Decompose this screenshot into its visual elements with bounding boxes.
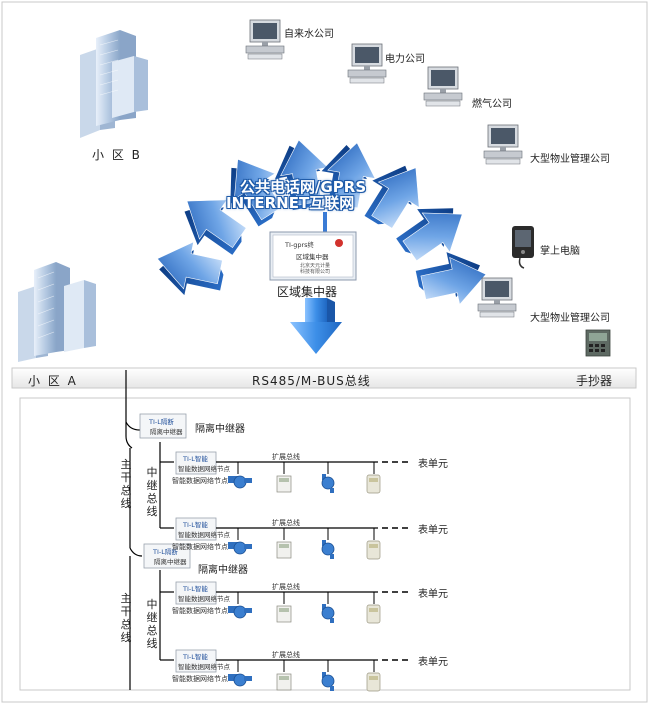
meter-unit-label: 表单元 <box>418 657 448 668</box>
concentrator-screen-sub: 区域集中器 <box>296 253 329 261</box>
expansion-bus-label: 扩展总线 <box>272 453 300 461</box>
district-a-label: 小 区 A <box>28 374 78 388</box>
water-meter-icon <box>321 604 335 623</box>
pda-label: 掌上电脑 <box>540 246 580 257</box>
node-box-title: TI-L智能 <box>183 521 208 529</box>
node-box-sub: 智能数据网络节点 <box>178 465 230 473</box>
computer-icon <box>347 43 387 84</box>
computer-icon <box>245 19 285 60</box>
meter-unit-label: 表单元 <box>418 525 448 536</box>
main-trunk-label: 主干总线 <box>120 592 132 644</box>
repeater-box-sub: 隔离中继器 <box>150 428 183 436</box>
repeater-box-title: TI-L隔断 <box>153 548 178 556</box>
arrow-icon <box>364 165 420 229</box>
electric-meter-icon <box>276 605 292 623</box>
node-box-title: TI-L智能 <box>183 585 208 593</box>
repeater-box-title: TI-L隔断 <box>149 418 174 426</box>
meter-unit-label: 表单元 <box>418 459 448 470</box>
repeater-box-sub: 隔离中继器 <box>154 558 187 566</box>
repeater-device <box>139 413 187 439</box>
electric-meter-icon <box>276 673 292 691</box>
water-meter-icon <box>228 475 252 489</box>
water-meter-icon <box>228 605 252 619</box>
expansion-bus-label: 扩展总线 <box>272 519 300 527</box>
gas-meter-icon <box>366 672 381 692</box>
gas-meter-icon <box>366 604 381 624</box>
node-label: 智能数据网络节点 <box>172 477 228 485</box>
arrow-icon <box>184 199 247 255</box>
electric-meter-icon <box>276 475 292 493</box>
main-trunk-label: 主干总线 <box>120 458 132 510</box>
company-label-property: 大型物业管理公司 <box>530 154 610 165</box>
concentrator-screen-line: 科技有限公司 <box>300 269 331 275</box>
data-node-device <box>175 451 217 475</box>
arrow-icon <box>415 252 487 306</box>
node-label: 智能数据网络节点 <box>172 607 228 615</box>
expansion-bus-label: 扩展总线 <box>272 583 300 591</box>
bus-bar <box>11 367 637 389</box>
company-label-gas: 燃气公司 <box>472 99 512 110</box>
node-label: 智能数据网络节点 <box>172 675 228 683</box>
expansion-bus-line <box>216 527 410 540</box>
arrow-icon <box>275 139 329 211</box>
expansion-bus-line <box>216 591 410 604</box>
concentrator-label: 区域集中器 <box>277 285 338 299</box>
water-meter-icon <box>321 474 335 493</box>
data-node-device <box>175 649 217 673</box>
meter-unit-label: 表单元 <box>418 589 448 600</box>
water-meter-icon <box>228 673 252 687</box>
arrow-icon <box>396 208 463 262</box>
trunk-lines <box>125 370 174 690</box>
data-node-device <box>175 517 217 541</box>
expansion-bus-line <box>216 659 410 672</box>
down-arrow-icon <box>290 298 342 354</box>
water-meter-icon <box>228 541 252 555</box>
network-arrows <box>156 139 487 306</box>
node-box-sub: 智能数据网络节点 <box>178 531 230 539</box>
link-line <box>323 212 327 234</box>
water-meter-icon <box>321 672 335 691</box>
computer-icon <box>483 124 523 165</box>
computer-icon <box>423 66 463 107</box>
relay-trunk-label: 中继总线 <box>146 598 158 650</box>
node-label: 智能数据网络节点 <box>172 543 228 551</box>
company-label-water: 自来水公司 <box>284 29 334 40</box>
building-icon <box>80 30 148 138</box>
concentrator-device <box>269 231 357 281</box>
electric-meter-icon <box>276 541 292 559</box>
arrow-icon <box>156 241 224 296</box>
arrow-icon <box>230 158 283 227</box>
node-box-sub: 智能数据网络节点 <box>178 595 230 603</box>
network-label: INTERNET互联网 <box>226 194 355 212</box>
expansion-bus-label: 扩展总线 <box>272 651 300 659</box>
arrow-icon <box>321 142 376 210</box>
company-label-property: 大型物业管理公司 <box>530 313 610 324</box>
repeater-label: 隔离中继器 <box>198 565 248 576</box>
pda-icon <box>512 226 534 269</box>
data-node-device <box>175 581 217 605</box>
district-b-label: 小 区 B <box>92 148 142 162</box>
handheld-label: 手抄器 <box>576 374 613 388</box>
gas-meter-icon <box>366 474 381 494</box>
network-label: 公共电话网/GPRS <box>240 178 367 196</box>
concentrator-screen-title: TI-gprs终 <box>285 241 315 249</box>
concentrator-screen-line: 北京天元计量 <box>300 263 331 269</box>
water-meter-icon <box>321 540 335 559</box>
repeater-label: 隔离中继器 <box>195 424 245 435</box>
computer-icon <box>477 277 517 318</box>
building-icon <box>18 262 96 362</box>
company-label-power: 电力公司 <box>385 54 425 65</box>
node-box-title: TI-L智能 <box>183 653 208 661</box>
node-box-sub: 智能数据网络节点 <box>178 663 230 671</box>
bus-label: RS485/M-BUS总线 <box>252 374 371 388</box>
gas-meter-icon <box>366 540 381 560</box>
node-box-title: TI-L智能 <box>183 455 208 463</box>
handheld-reader-icon <box>585 329 611 357</box>
relay-trunk-label: 中继总线 <box>146 466 158 518</box>
repeater-device <box>143 543 191 569</box>
expansion-bus-line <box>216 461 410 474</box>
